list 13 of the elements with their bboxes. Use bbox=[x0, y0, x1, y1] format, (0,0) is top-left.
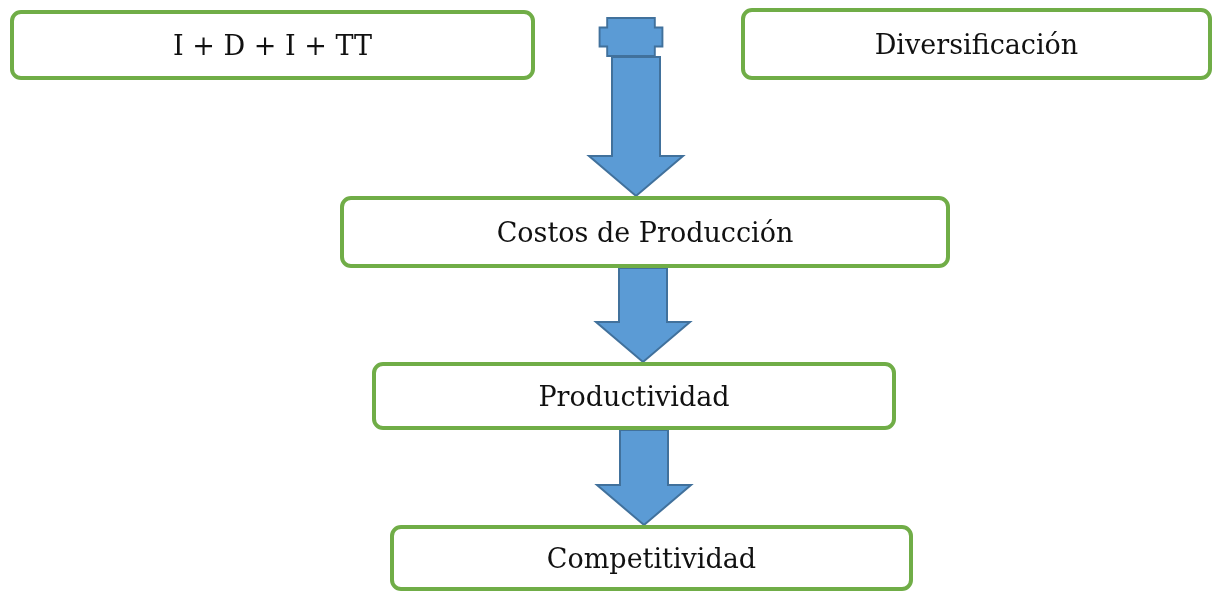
block-arrow bbox=[586, 56, 686, 198]
box-label: Productividad bbox=[538, 380, 730, 412]
process-box bbox=[10, 10, 535, 80]
box-label: Costos de Producción bbox=[496, 216, 794, 248]
block-arrow bbox=[594, 429, 694, 527]
box-label: Diversificación bbox=[874, 28, 1079, 60]
process-box bbox=[372, 362, 896, 430]
process-box bbox=[390, 525, 913, 591]
process-box bbox=[340, 196, 950, 268]
block-arrow bbox=[593, 267, 693, 364]
process-box bbox=[741, 8, 1212, 80]
box-label: Competitividad bbox=[546, 542, 757, 574]
box-label: I + D + I + TT bbox=[173, 29, 372, 61]
